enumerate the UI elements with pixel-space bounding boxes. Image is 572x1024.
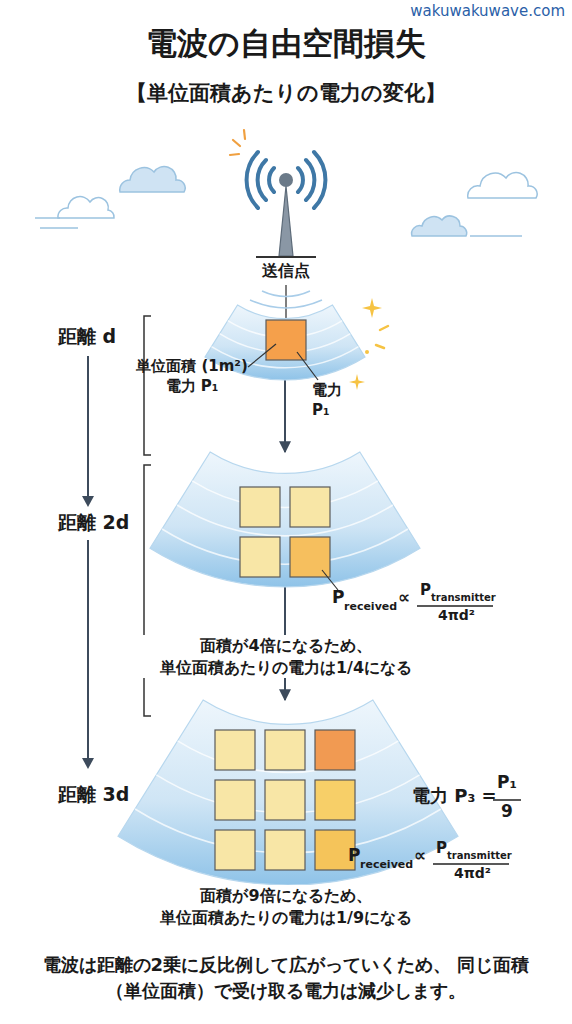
distance-bracket — [144, 465, 151, 716]
diagram-title: 電波の自由空間損失 — [0, 25, 572, 62]
wave-line — [135, 809, 441, 853]
wave-band: 面積が4倍になるため、 単位面積あたりの電力は1/4になる — [150, 452, 420, 587]
formula-subscript: transmitter — [447, 850, 512, 861]
wave-band: 面積が9倍になるため、 単位面積あたりの電力は1/9になる — [118, 700, 458, 885]
sparkle — [362, 298, 382, 318]
antenna-head — [279, 173, 293, 187]
watermark: wakuwakuwave.com — [410, 3, 565, 20]
formula-symbol: P — [420, 582, 431, 599]
fan-shape — [118, 700, 458, 885]
formula-symbol: ∝ — [398, 588, 410, 607]
wave-line — [228, 321, 342, 337]
sparkle-ray — [376, 326, 388, 348]
distance-arrowhead — [82, 496, 94, 507]
wave-band: 単位面積 (1m²) 電力 P₁電力 P₁ — [205, 305, 365, 380]
fraction-bar — [493, 799, 521, 801]
wave-line — [192, 481, 378, 508]
fraction-bar — [433, 863, 509, 865]
distance-label: 距離 3d — [58, 784, 129, 805]
transmitter-label: 送信点 — [262, 262, 310, 280]
sparkle-dot — [365, 350, 369, 354]
wave-line — [178, 741, 399, 773]
band-outline — [118, 700, 458, 885]
distance-bracket — [144, 316, 151, 455]
subtitle: 【単位面積あたりの電力の変化】 — [126, 82, 446, 105]
unit-area-label: 単位面積 (1m²) 電力 P₁ — [132, 356, 252, 397]
formula-subscript: transmitter — [431, 592, 496, 603]
wave-line — [162, 529, 408, 564]
diagram-caption: 電波は距離の2乗に反比例して広がっていくため、 同じ面積（単位面積）で受け取る電… — [16, 952, 556, 1004]
wave-arc — [250, 291, 322, 308]
formula-symbol: ∝ — [414, 846, 426, 865]
cloud-line — [470, 235, 522, 237]
formula-numerator: P₁ — [497, 773, 517, 792]
power-formula: 電力 P₃ = — [412, 786, 497, 806]
fraction-bar — [417, 605, 493, 607]
power-label: 電力 P₁ — [312, 380, 346, 421]
formula-symbol: P — [436, 840, 447, 857]
antenna-base — [256, 256, 316, 258]
radio-wave — [247, 152, 326, 208]
formula-denominator: 4πd² — [454, 866, 491, 881]
distance-label: 距離 2d — [58, 512, 129, 533]
explanation-text: 面積が4倍になるため、 単位面積あたりの電力は1/4になる — [136, 635, 436, 678]
explanation-text: 面積が9倍になるため、 単位面積あたりの電力は1/9になる — [136, 885, 436, 928]
formula-denominator: 9 — [501, 802, 513, 821]
antenna-mast — [279, 186, 293, 256]
distance-arrowhead — [82, 758, 94, 769]
distance-arrow — [87, 356, 89, 498]
sun-ray — [230, 130, 245, 155]
cloud — [58, 197, 114, 218]
sparkle — [349, 374, 365, 390]
cloud — [412, 216, 467, 236]
distance-label: 距離 d — [58, 326, 116, 347]
wave-line — [177, 505, 393, 536]
wave-line — [156, 775, 419, 813]
distance-arrow — [87, 540, 89, 760]
formula-symbol: P — [332, 588, 344, 607]
propagation-line — [285, 285, 287, 318]
formula-denominator: 4πd² — [438, 608, 475, 623]
formula-subscript: received — [344, 601, 397, 613]
wave-line — [220, 334, 351, 353]
formula-symbol: P — [348, 846, 360, 865]
cloud — [120, 166, 185, 192]
cloud — [468, 172, 537, 198]
band-outline — [150, 452, 420, 587]
cloud-line — [35, 218, 78, 228]
fan-shape — [150, 452, 420, 587]
formula-subscript: received — [360, 859, 413, 871]
flow-arrow — [284, 380, 286, 452]
